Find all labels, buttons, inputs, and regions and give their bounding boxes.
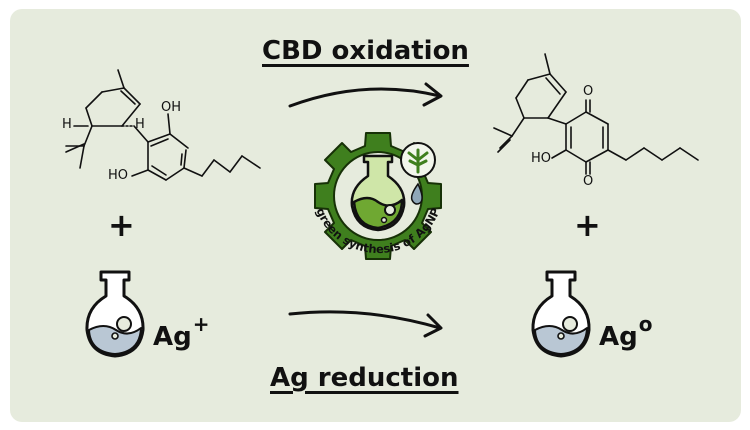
silver-metal-charge: o xyxy=(638,312,653,336)
leaf-badge-icon xyxy=(400,142,436,178)
title-cbd-oxidation: CBD oxidation xyxy=(262,36,469,66)
cbd-h-right: H xyxy=(135,117,145,132)
silver-ion-symbol: Ag xyxy=(153,322,192,352)
plus-sign-right: + xyxy=(574,206,601,244)
green-synthesis-logo: green synthesis of AgNP xyxy=(313,132,443,260)
flask-ag-metal-icon xyxy=(531,270,591,358)
cbd-h-left: H xyxy=(62,117,72,132)
flask-logo-icon xyxy=(350,154,406,232)
silver-metal-symbol: Ag xyxy=(599,322,638,352)
cbd-oh-bottom: HO xyxy=(108,168,129,183)
arrow-bottom xyxy=(288,310,443,338)
silver-ion-charge: + xyxy=(192,312,210,336)
flask-ag-ion-icon xyxy=(85,270,145,358)
cbd-structure xyxy=(65,69,261,181)
title-ag-reduction: Ag reduction xyxy=(270,363,459,393)
quinone-o-top: O xyxy=(583,84,594,99)
silver-ion-label: Ag+ xyxy=(153,312,210,352)
quinone-oh: HO xyxy=(531,151,552,166)
droplet-icon xyxy=(410,182,423,205)
plus-sign-left: + xyxy=(108,206,135,244)
quinone-structure xyxy=(493,53,699,175)
cbd-oh-top: OH xyxy=(161,100,182,115)
quinone-o-bottom: O xyxy=(583,174,594,189)
arrow-top xyxy=(288,82,443,108)
silver-metal-label: Ago xyxy=(599,312,652,352)
